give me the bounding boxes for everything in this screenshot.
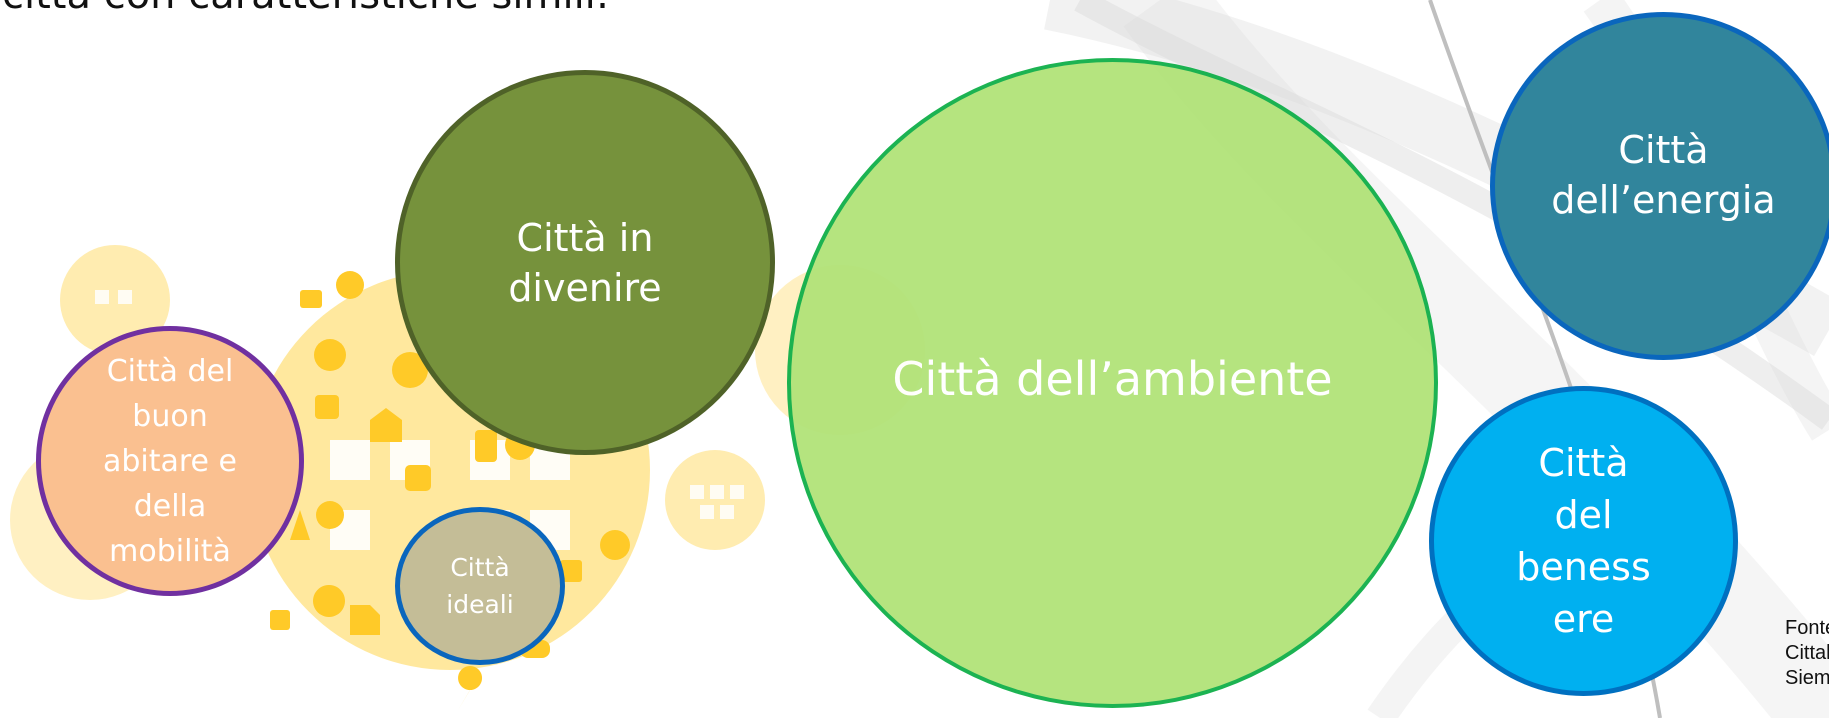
bubble-citta-energia: Città dell’energia (1490, 12, 1829, 360)
bubble-label: Città ideali (446, 553, 514, 619)
gear-icon (560, 560, 582, 582)
shield-icon (270, 610, 290, 630)
bubble-label: Città dell’energia (1551, 128, 1776, 222)
refresh-icon (313, 585, 345, 617)
bird-icon (370, 408, 402, 442)
bubble-label: Città del buon abitare e della mobilità (102, 353, 238, 569)
source-line-3: Sieme (1785, 667, 1829, 689)
bubble-citta-ideali: Città ideali (395, 507, 565, 665)
bubble-label: Città in divenire (508, 215, 662, 310)
thumbs-up-icon (350, 605, 380, 635)
source-line-1: Fonte: (1785, 617, 1829, 639)
wifi-icon (314, 339, 346, 371)
intro-text: città con caratteristiche simili: (2, 0, 1102, 20)
bubble-label: Città dell’ambiente (892, 352, 1333, 406)
tv-icon (300, 290, 322, 308)
globe-icon (316, 501, 344, 529)
globe-icon (665, 450, 765, 550)
phone-icon (475, 430, 497, 462)
phone-icon (315, 395, 339, 419)
source-note: Fonte: Cittalia Sieme (1785, 616, 1829, 691)
globe-icon (60, 245, 170, 355)
bubble-citta-buon-abitare: Città del buon abitare e della mobilità (36, 326, 304, 596)
bubble-label: Città del benessere (1516, 441, 1651, 641)
gear-icon (392, 352, 428, 388)
intro-line-2: città con caratteristiche simili: (2, 0, 1102, 20)
megaphone-icon (290, 510, 310, 540)
bubble-citta-in-divenire: Città in divenire (395, 70, 775, 455)
bubble-citta-ambiente: Città dell’ambiente (787, 58, 1438, 708)
source-line-2: Cittalia (1785, 642, 1829, 664)
satellite-dish-icon (336, 271, 364, 299)
globe-icon (600, 530, 630, 560)
location-pin-icon (458, 666, 483, 710)
bubble-citta-benessere: Città del benessere (1429, 386, 1738, 696)
rss-icon (405, 465, 431, 491)
